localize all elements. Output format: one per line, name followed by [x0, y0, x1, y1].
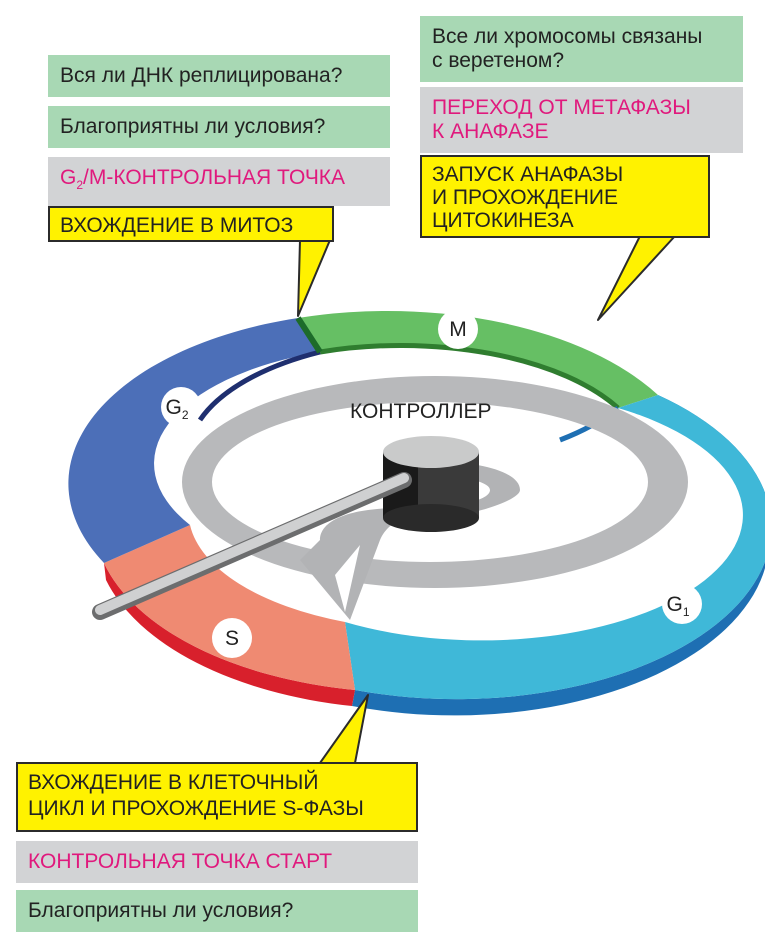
event-entry-into-cell-cycle: ВХОЖДЕНИЕ В КЛЕТОЧНЫЙ ЦИКЛ И ПРОХОЖДЕНИЕ… — [16, 762, 418, 832]
inner-edge-m — [319, 342, 620, 410]
checkpoint-metaphase-anaphase-label: ПЕРЕХОД ОТ МЕТАФАЗЫ К АНАФАЗЕ — [420, 87, 743, 153]
rim-s-segment — [104, 563, 355, 706]
phase-label-g2: G2 — [165, 396, 188, 422]
event-entry-into-mitosis: ВХОЖДЕНИЕ В МИТОЗ — [48, 206, 334, 242]
callout-pointer-start — [319, 694, 369, 764]
event-anaphase-cytokinesis: ЗАПУСК АНАФАЗЫ И ПРОХОЖДЕНИЕ ЦИТОКИНЕЗА — [420, 155, 710, 238]
question-dna-replicated: Вся ли ДНК реплицирована? — [48, 55, 390, 97]
phase-label-m: M — [449, 318, 467, 341]
phase-circle-g2 — [161, 387, 201, 427]
question-chromosomes-attached: Все ли хромосомы связаны с веретеном? — [420, 16, 743, 82]
controller-arrow — [300, 461, 520, 620]
checkpoint-line-g2m — [295, 316, 323, 354]
phase-segment-m — [298, 310, 658, 408]
controller-pointer-highlight — [95, 473, 409, 615]
phase-label-g1: G1 — [666, 593, 689, 619]
controller-hub — [383, 436, 479, 532]
phase-circle-s — [212, 618, 252, 658]
cycle-ring-rim — [104, 395, 765, 716]
controller-arrow-inner — [335, 545, 360, 612]
phase-segment-g1 — [345, 395, 765, 700]
callout-pointer-anaphase — [597, 235, 676, 321]
question-conditions-favorable-g2: Благоприятны ли условия? — [48, 106, 390, 148]
phase-label-s: S — [225, 627, 239, 650]
checkpoint-start-label: КОНТРОЛЬНАЯ ТОЧКА СТАРТ — [16, 841, 418, 883]
phase-circle-g1 — [662, 584, 702, 624]
callout-pointer-mitosis — [297, 239, 331, 317]
phase-segment-g2 — [68, 318, 321, 563]
controller-label: КОНТРОЛЛЕР — [350, 400, 492, 423]
inner-edge-g2 — [197, 349, 321, 422]
phase-circle-m — [438, 309, 478, 349]
question-conditions-favorable-g1: Благоприятны ли условия? — [16, 890, 418, 932]
checkpoint-g2m-label: G2/М-КОНТРОЛЬНАЯ ТОЧКА — [48, 157, 390, 207]
phase-segment-s — [104, 525, 355, 690]
